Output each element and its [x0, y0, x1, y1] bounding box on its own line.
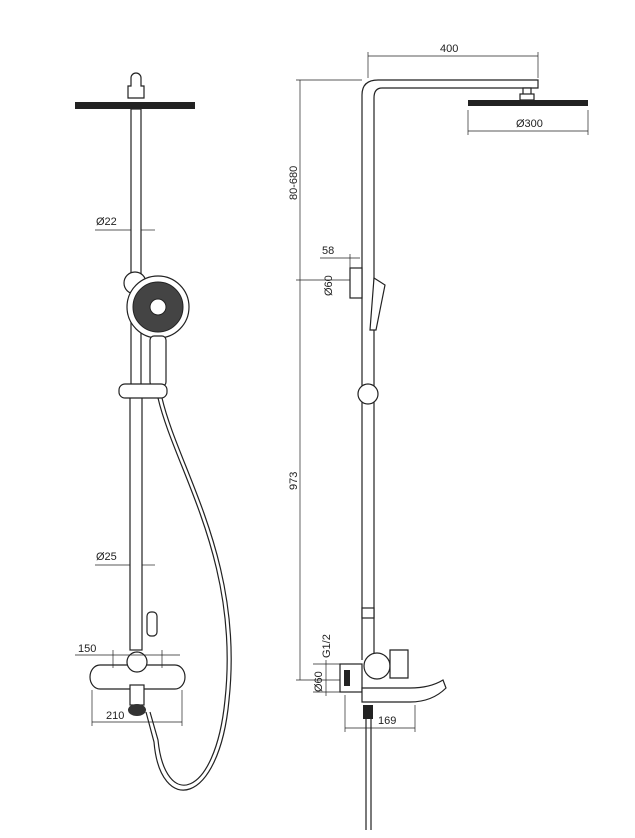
lower-rod: [129, 393, 143, 651]
dim-rod-top: Ø22: [96, 216, 117, 228]
dim-lower-height: 973: [288, 472, 300, 490]
hose-clip: [146, 611, 158, 637]
spout-outlet: [128, 704, 146, 716]
side-slide-holder: [357, 383, 379, 405]
shower-arm: [361, 79, 539, 660]
side-rain-head: [468, 100, 588, 106]
mixer-knob: [126, 651, 148, 673]
dim-flange-diameter: Ø60: [313, 671, 325, 692]
dim-holder-depth: 58: [322, 245, 334, 257]
dim-thread: G1/2: [321, 634, 333, 658]
dim-mixer-width: 210: [106, 710, 124, 722]
side-view: 400 Ø300 80-680 973 58 Ø60 Ø60 G1/2 169: [288, 43, 589, 830]
side-hand-shower: [369, 276, 386, 331]
dim-head-diameter: Ø300: [516, 118, 543, 130]
slide-bar-holder: [118, 383, 168, 399]
dim-rod-bottom: Ø25: [96, 551, 117, 563]
shower-hose: [149, 397, 228, 786]
side-mixer-knob: [363, 652, 391, 680]
side-spout: [361, 679, 447, 703]
top-finial: [127, 72, 145, 99]
dim-knob-spacing: 150: [78, 643, 96, 655]
dim-arm-length: 400: [440, 43, 458, 55]
rain-head-plate: [75, 102, 195, 109]
front-view: Ø22 Ø25 150 210: [75, 72, 232, 791]
side-diverter: [389, 649, 409, 679]
hose-connector: [363, 705, 373, 719]
dim-spout-length: 169: [378, 715, 396, 727]
dim-height-adjust: 80-680: [288, 166, 300, 200]
mixer-body: [89, 664, 186, 690]
upper-rod: [130, 108, 142, 395]
wall-flange: [339, 663, 363, 693]
hand-shower-handle: [149, 335, 167, 387]
diverter: [129, 684, 145, 706]
side-holder: [349, 267, 363, 299]
dim-holder-diameter: Ø60: [323, 275, 335, 296]
